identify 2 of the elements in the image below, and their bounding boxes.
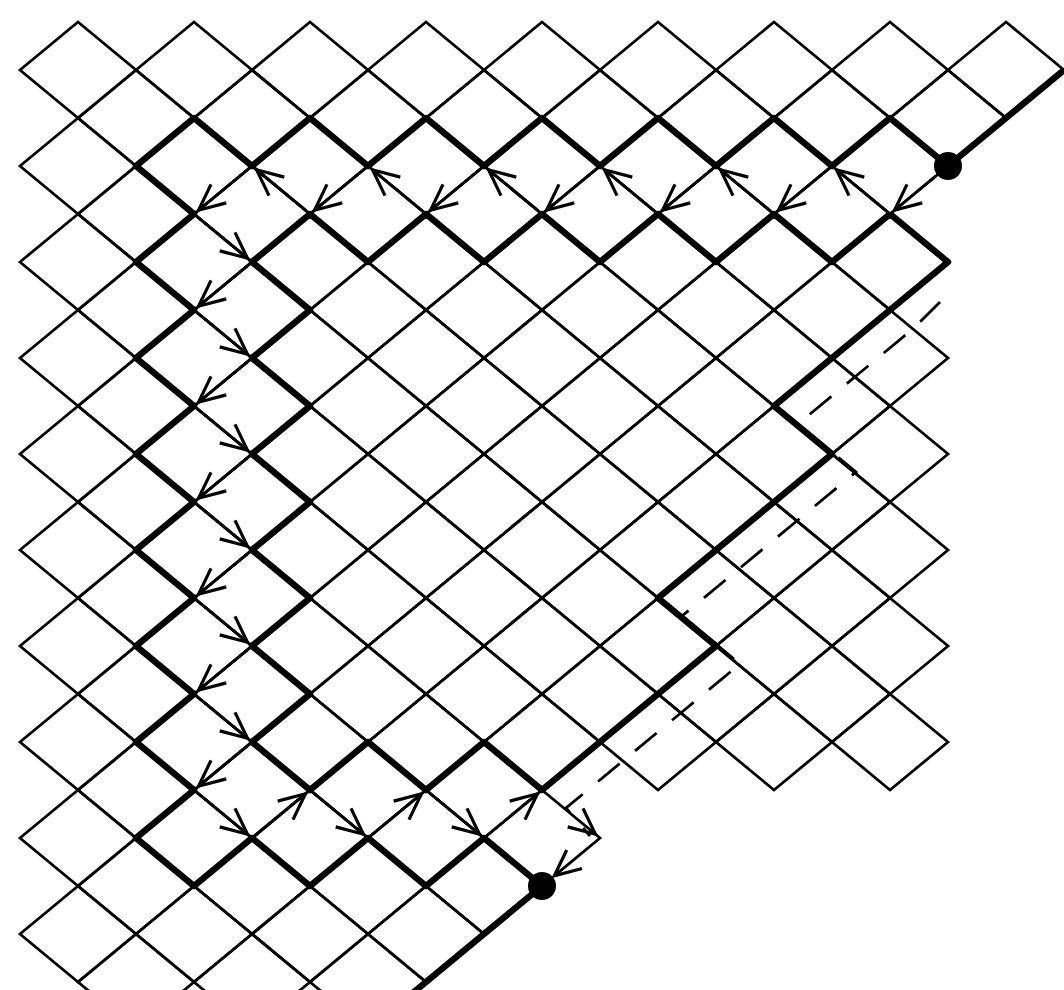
endpoint-dot — [528, 872, 556, 900]
endpoint-dot — [934, 152, 962, 180]
